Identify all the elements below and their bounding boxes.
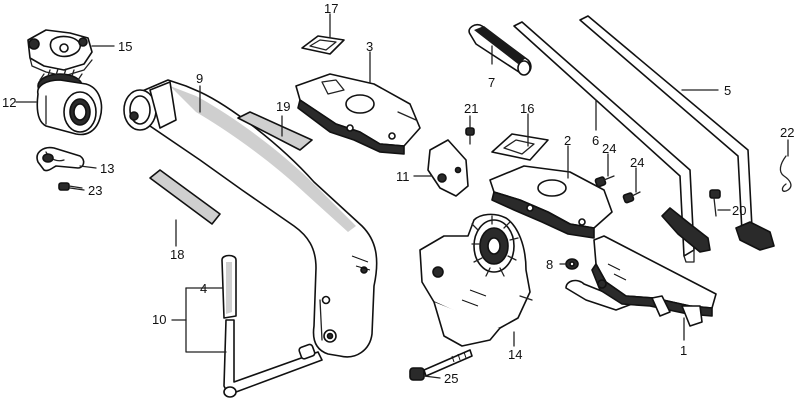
callout-23: 23	[88, 183, 103, 198]
callout-4: 4	[200, 281, 208, 296]
callout-24-b: 24	[630, 155, 645, 170]
part-15-gear-cover	[27, 29, 93, 77]
part-25-long-bolt	[409, 349, 473, 381]
part-13-clamp	[36, 146, 85, 172]
callout-22: 22	[780, 125, 795, 140]
callout-8: 8	[546, 257, 554, 272]
part-1-lever-plate	[565, 235, 717, 327]
part-12-gear-housing	[36, 68, 103, 136]
callout-17: 17	[324, 1, 339, 16]
part-19-decal	[237, 111, 313, 151]
callout-10: 10	[152, 312, 167, 327]
callout-9: 9	[196, 71, 204, 86]
part-5-rod	[579, 15, 775, 251]
callout-3: 3	[366, 39, 374, 54]
callout-7: 7	[488, 75, 496, 90]
callout-12: 12	[2, 95, 17, 110]
part-21-screw	[465, 127, 475, 145]
part-23-bolt	[58, 182, 83, 191]
part-16-gasket	[491, 133, 549, 161]
part-11-plate	[427, 139, 469, 197]
part-24-screw-a	[594, 175, 615, 188]
callout-2: 2	[564, 133, 572, 148]
part-10-handle-lever	[223, 319, 323, 398]
callout-20: 20	[732, 203, 747, 218]
part-7-grip	[468, 23, 532, 76]
part-14-gear-case	[419, 213, 533, 347]
callout-11: 11	[396, 169, 410, 184]
part-2-bracket	[489, 165, 613, 239]
callout-6: 6	[592, 133, 600, 148]
part-18-decal	[149, 169, 221, 225]
part-4-grip-sleeve	[221, 254, 237, 319]
callout-13: 13	[100, 161, 115, 176]
part-24-screw-b	[622, 191, 641, 204]
part-17-gasket	[301, 35, 345, 55]
callout-19: 19	[276, 99, 291, 114]
part-6-rod	[513, 21, 711, 263]
callout-15: 15	[118, 39, 133, 54]
part-3-bracket	[295, 73, 421, 155]
part-8-nut	[565, 258, 579, 270]
callout-18: 18	[170, 247, 185, 262]
part-9-boom-tube	[123, 79, 378, 358]
callout-1: 1	[680, 343, 688, 358]
callout-21: 21	[464, 101, 479, 116]
callout-14: 14	[508, 347, 523, 362]
part-20-bolt	[709, 189, 721, 217]
callout-16: 16	[520, 101, 535, 116]
leader-lines	[15, 13, 789, 379]
callout-5: 5	[724, 83, 732, 98]
callout-24-a: 24	[602, 141, 617, 156]
callout-25: 25	[444, 371, 459, 386]
part-22-clip	[779, 155, 792, 192]
